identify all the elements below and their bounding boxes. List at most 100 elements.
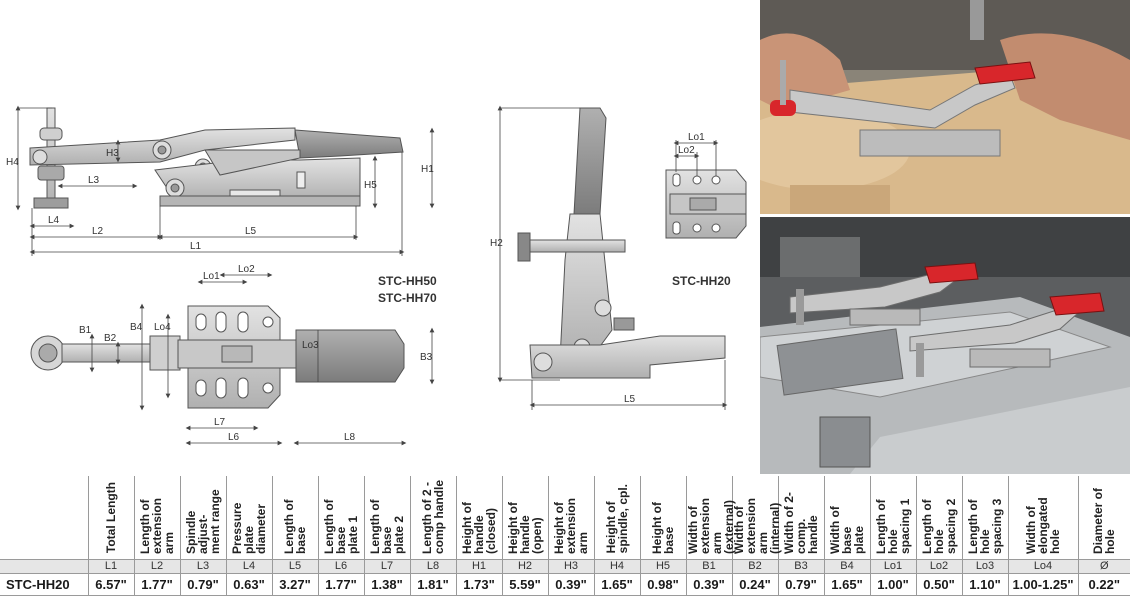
value-cell: 1.10" (961, 572, 1008, 596)
header-label: Total Length (104, 482, 118, 554)
header-cell: Height of base (639, 476, 686, 560)
value-cell: 0.79" (179, 572, 226, 596)
dim-label-lo2-hh20: Lo2 (678, 145, 695, 156)
header-cell: Length of extension arm (133, 476, 180, 560)
hh20-top-dim-labels: Lo1 Lo2 (678, 132, 705, 156)
header-label: Length of base plate 2 (368, 498, 406, 554)
code-cell: H2 (501, 558, 548, 574)
dim-label-h3: H3 (106, 148, 119, 159)
code-cell: Ø (1077, 558, 1130, 574)
header-label: Width of elongated hole (1024, 496, 1062, 554)
value-cell: 0.50" (915, 572, 962, 596)
spec-table: Total Length Length of extension arm Spi… (0, 476, 1130, 596)
header-cell: Height of extension arm (547, 476, 594, 560)
header-cell: Width of base plate (823, 476, 870, 560)
dim-label-l5: L5 (245, 226, 257, 237)
table-code-row: L1 L2 L3 L4 L5 L6 L7 L8 H1 H2 H3 H4 H5 B… (0, 558, 1130, 574)
value-cell: 1.65" (593, 572, 640, 596)
code-cell: H3 (547, 558, 594, 574)
code-cell: Lo1 (869, 558, 916, 574)
code-cell: L2 (133, 558, 180, 574)
value-cell: 1.38" (363, 572, 410, 596)
value-cell: 1.73" (455, 572, 502, 596)
value-cell: 1.81" (409, 572, 456, 596)
photo-clamps-on-fixture (760, 217, 1130, 474)
table-row: STC-HH20 6.57" 1.77" 0.79" 0.63" 3.27" 1… (0, 572, 1130, 596)
dim-label-b1: B1 (79, 325, 92, 336)
header-label: Height of handle (open) (506, 501, 544, 554)
code-cell: L6 (317, 558, 364, 574)
header-cell: Length of hole spacing 1 (869, 476, 916, 560)
dim-label-l8: L8 (344, 432, 356, 443)
header-label: Length of 2 - comp handle (420, 479, 446, 554)
header-cell: Length of base plate 2 (363, 476, 410, 560)
code-cell: B3 (777, 558, 824, 574)
dim-label-l1: L1 (190, 241, 202, 252)
dim-label-l4: L4 (48, 215, 60, 226)
hh20-top-dimensions (673, 140, 719, 176)
dim-label-b4: B4 (130, 322, 143, 333)
header-cell: Spindle adjust- ment range (179, 476, 226, 560)
dim-label-h1: H1 (421, 164, 434, 175)
header-cell: Length of hole spacing 3 (961, 476, 1008, 560)
value-cell: 1.77" (133, 572, 180, 596)
value-cell: 1.00" (869, 572, 916, 596)
code-cell: L8 (409, 558, 456, 574)
header-label: Height of base (650, 501, 676, 554)
dim-label-lo3: Lo3 (302, 340, 319, 351)
code-cell: B4 (823, 558, 870, 574)
header-label: Height of spindle, cpl. (604, 484, 630, 554)
header-label: Diameter of hole (1091, 487, 1118, 554)
code-cell: Lo2 (915, 558, 962, 574)
code-cell: L4 (225, 558, 272, 574)
code-cell: B2 (731, 558, 778, 574)
header-label: Height of extension arm (552, 497, 590, 554)
header-cell: Length of base plate 1 (317, 476, 364, 560)
dim-label-l7: L7 (214, 417, 226, 428)
hh20-top-drawing (665, 169, 747, 239)
header-label: Length of base plate 1 (322, 498, 360, 554)
value-cell: 0.79" (777, 572, 824, 596)
photo-bottom-illustration (760, 217, 1130, 474)
value-cell: 0.39" (685, 572, 732, 596)
header-cell: Width of elongated hole (1007, 476, 1078, 560)
side-view-dim-labels: H4 H3 L3 H5 H1 L4 L2 L5 L1 (6, 148, 434, 252)
model-label-hh50: STC-HH50 (378, 274, 437, 288)
side-view-dimensions (15, 105, 435, 256)
value-cell: 0.22" (1077, 572, 1130, 596)
dim-label-b3: B3 (420, 352, 433, 363)
value-cell: 0.39" (547, 572, 594, 596)
header-label: Width of extension arm (external) (685, 497, 736, 554)
header-label: Pressure plate diameter (230, 502, 268, 554)
dim-label-lo1: Lo1 (203, 271, 220, 282)
header-label: Width of base plate (828, 505, 866, 554)
value-cell: 5.59" (501, 572, 548, 596)
value-cell: 1.77" (317, 572, 364, 596)
technical-drawings: H4 H3 L3 H5 H1 L4 L2 L5 L1 (6, 105, 747, 446)
header-label: Width of extension arm (internal) (731, 497, 782, 554)
value-cell: 1.00-1.25" (1007, 572, 1078, 596)
dim-label-b2: B2 (104, 333, 117, 344)
dim-label-l2: L2 (92, 226, 104, 237)
header-cell: Height of handle (closed) (455, 476, 502, 560)
hh20-side-dimensions (497, 105, 728, 410)
header-cell: Pressure plate diameter (225, 476, 272, 560)
code-cell: H5 (639, 558, 686, 574)
header-label: Length of hole spacing 1 (874, 498, 912, 554)
header-label: Height of handle (closed) (460, 501, 498, 554)
model-label-hh20: STC-HH20 (672, 274, 731, 288)
code-cell: L3 (179, 558, 226, 574)
code-cell: H1 (455, 558, 502, 574)
header-label: Length of hole spacing 2 (920, 498, 958, 554)
header-cell: Length of base (271, 476, 318, 560)
photo-top-illustration (760, 0, 1130, 214)
dim-label-h2: H2 (490, 238, 503, 249)
code-cell: H4 (593, 558, 640, 574)
value-cell: 0.24" (731, 572, 778, 596)
code-cell: L5 (271, 558, 318, 574)
value-cell: 1.65" (823, 572, 870, 596)
header-cell: Width of extension arm (external) (685, 476, 736, 560)
code-cell: Lo4 (1007, 558, 1078, 574)
drawing-canvas: H4 H3 L3 H5 H1 L4 L2 L5 L1 (6, 105, 747, 446)
dim-label-l3: L3 (88, 175, 100, 186)
